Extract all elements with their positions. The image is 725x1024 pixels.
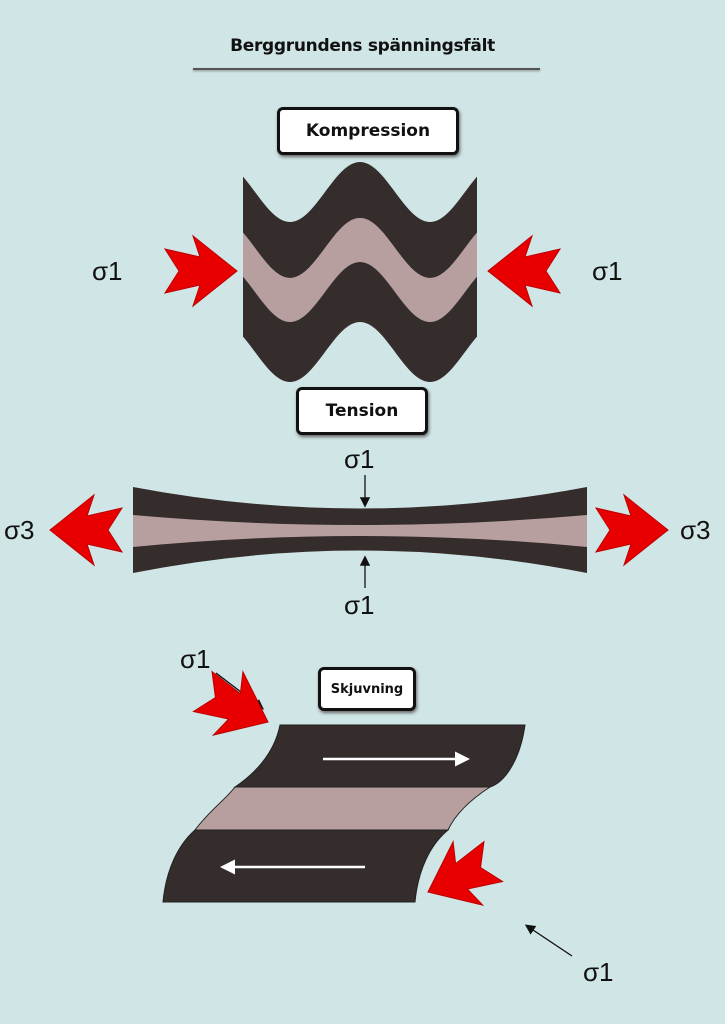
fold-layer-bottom xyxy=(243,262,477,382)
fold-layer-middle xyxy=(243,218,477,322)
tension-layers xyxy=(133,487,587,573)
fold-layer-top xyxy=(243,162,477,278)
tension-sigma-top: σ1 xyxy=(344,444,375,474)
shear-block xyxy=(162,724,526,903)
compression-sigma-left: σ1 xyxy=(92,256,123,286)
compression-arrow-right xyxy=(487,235,561,307)
shear-sigma-top: σ1 xyxy=(180,644,211,674)
compression-sigma-right: σ1 xyxy=(592,256,623,286)
tension-arrow-left xyxy=(49,494,123,566)
tension-sigma-bottom: σ1 xyxy=(344,590,375,620)
tension-arrow-right xyxy=(595,494,669,566)
diagram-title: Berggrundens spänningsfält xyxy=(230,36,495,56)
sigma1-bottom-pointer xyxy=(524,924,573,957)
label-tension: Tension xyxy=(296,387,428,435)
title-divider xyxy=(193,68,540,70)
tension-sigma-right: σ3 xyxy=(680,515,711,545)
shear-sigma-bottom: σ1 xyxy=(583,957,614,987)
tension-sigma-left: σ3 xyxy=(4,515,35,545)
label-skjuvning: Skjuvning xyxy=(318,667,416,711)
label-kompression: Kompression xyxy=(277,107,459,155)
compression-arrow-left xyxy=(164,235,238,307)
compression-fold xyxy=(243,162,477,382)
